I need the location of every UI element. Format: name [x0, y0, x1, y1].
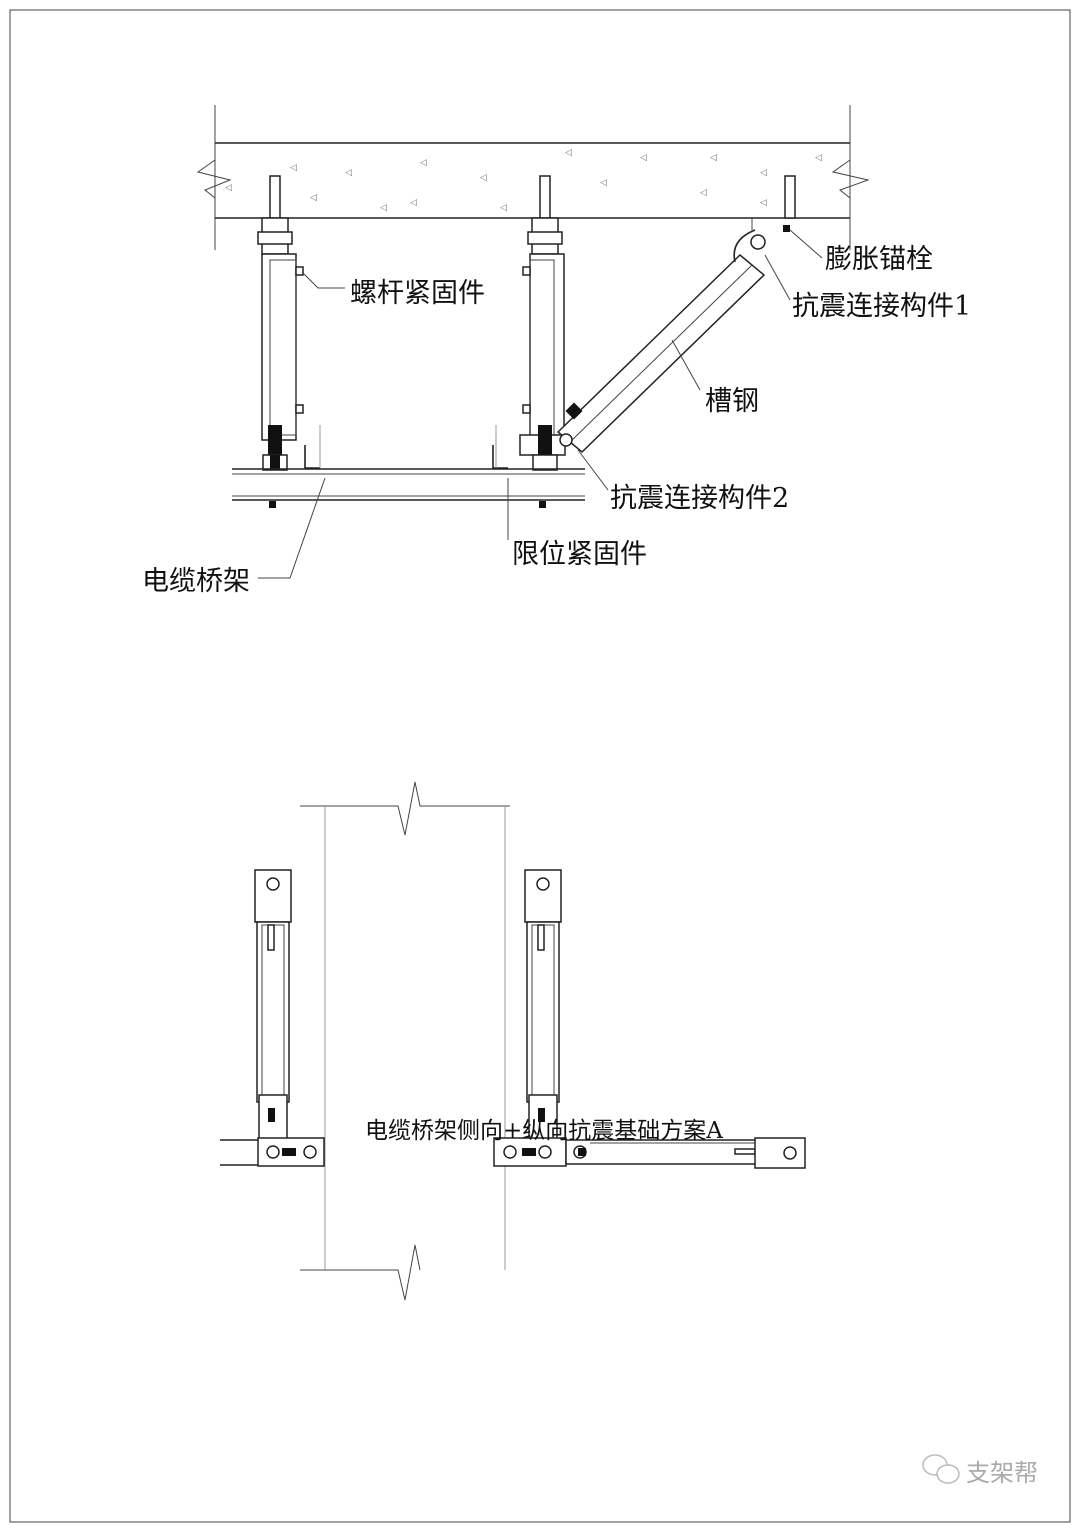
label-seismic-connector-1: 抗震连接构件1: [792, 291, 971, 322]
svg-text:◁: ◁: [500, 203, 507, 213]
label-seismic-connector-2: 抗震连接构件2: [610, 483, 789, 514]
svg-text:◁: ◁: [345, 168, 352, 178]
svg-text:◁: ◁: [815, 153, 822, 163]
wechat-icon: [922, 1454, 960, 1484]
anchor-bolts: [269, 175, 796, 219]
svg-text:◁: ◁: [760, 198, 767, 208]
tray-plan-outline: [300, 781, 510, 1301]
cable-tray-elevation: [232, 468, 585, 508]
drawing-caption: 电缆桥架侧向+纵向抗震基础方案A: [365, 1118, 723, 1144]
wechat-watermark: 支架帮: [922, 1454, 1038, 1487]
svg-text:◁: ◁: [290, 163, 297, 173]
right-hanger: [519, 217, 566, 471]
svg-text:◁: ◁: [565, 148, 572, 158]
diagonal-channel-brace: [556, 218, 790, 454]
svg-text:◁: ◁: [380, 203, 387, 213]
right-plan-hanger: [493, 869, 567, 1167]
label-cable-tray: 电缆桥架: [142, 566, 250, 597]
svg-text:◁: ◁: [600, 178, 607, 188]
left-hanger: [257, 217, 304, 471]
svg-text:◁: ◁: [700, 188, 707, 198]
drawing-frame: [9, 9, 1071, 1523]
label-expansion-anchor: 膨胀锚栓: [825, 244, 933, 275]
svg-text:◁: ◁: [310, 193, 317, 203]
svg-text:◁: ◁: [225, 183, 232, 193]
svg-text:◁: ◁: [410, 198, 417, 208]
svg-text:◁: ◁: [480, 173, 487, 183]
svg-text:◁: ◁: [710, 153, 717, 163]
concrete-slab: ◁ ◁ ◁ ◁ ◁ ◁ ◁ ◁ ◁ ◁ ◁ ◁ ◁ ◁ ◁ ◁ ◁: [196, 105, 870, 250]
label-channel-steel: 槽钢: [705, 386, 759, 417]
limit-fasteners: [304, 425, 508, 469]
svg-text:◁: ◁: [420, 158, 427, 168]
left-plan-hanger: [220, 869, 325, 1167]
watermark-text: 支架帮: [966, 1459, 1038, 1487]
leader-lines: [258, 229, 823, 579]
label-rod-fastener: 螺杆紧固件: [350, 278, 485, 309]
longitudinal-brace-plan: [565, 1137, 806, 1169]
label-limit-fastener: 限位紧固件: [512, 539, 647, 570]
svg-text:◁: ◁: [640, 153, 647, 163]
svg-text:◁: ◁: [760, 168, 767, 178]
